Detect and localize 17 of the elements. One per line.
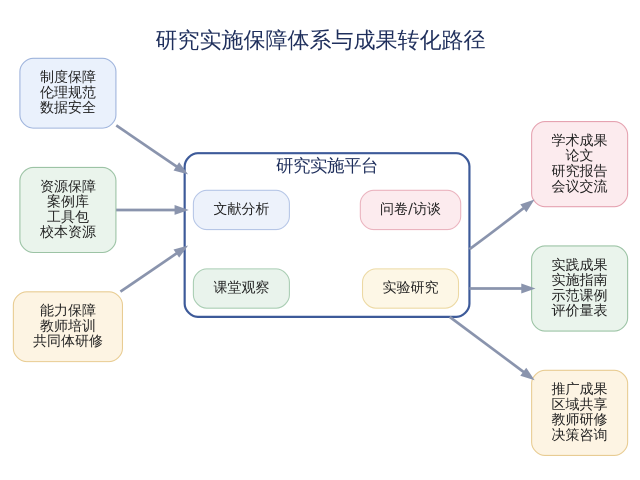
node-box: 课堂观察	[192, 268, 290, 308]
node-box: 文献分析	[192, 189, 290, 230]
arrow	[468, 283, 535, 293]
node-box: 实验研究	[361, 268, 459, 308]
arrow	[119, 245, 188, 292]
node-box: 制度保障 伦理规范 数据安全	[18, 57, 116, 128]
node-box: 资源保障 案例库 工具包 校本资源	[18, 166, 116, 253]
arrow	[468, 199, 534, 250]
node-box: 推广成果 区域共享 教师研修 决策咨询	[530, 369, 628, 456]
arrow	[116, 204, 188, 214]
node-box: 实践成果 实施指南 示范课例 评价量表	[530, 244, 628, 332]
diagram-title: 研究实施保障体系与成果转化路径	[155, 28, 485, 53]
arrow	[448, 315, 534, 380]
node-box: 学术成果 论文 研究报告 会议交流	[530, 120, 628, 207]
node-box: 能力保障 教师培训 共同体研修	[12, 290, 123, 362]
node-box: 问卷/访谈	[359, 189, 461, 230]
arrow	[115, 124, 188, 174]
